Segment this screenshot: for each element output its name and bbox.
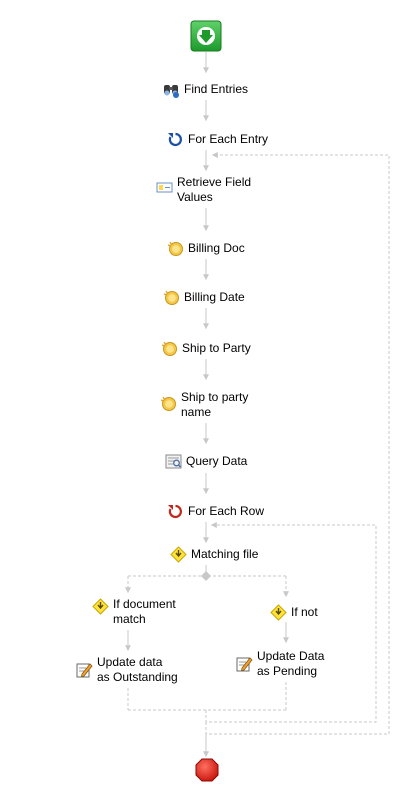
node-find-entries[interactable]: Find Entries	[163, 81, 248, 98]
node-label: Matching file	[191, 547, 259, 561]
node-retrieve-field-values[interactable]: Retrieve Field Values	[156, 175, 251, 205]
outer-loop-return	[205, 152, 390, 735]
node-label: Find Entries	[184, 82, 249, 96]
node-label: Update Data as Pending	[257, 649, 325, 678]
branch-sub-connectors	[125, 622, 289, 652]
node-matching-file[interactable]: Matching file	[170, 546, 258, 563]
node-update-pending[interactable]: Update Data as Pending	[236, 649, 324, 679]
decision-icon	[270, 604, 287, 621]
node-label: Ship to Party	[182, 341, 251, 355]
node-for-each-row[interactable]: For Each Row	[167, 503, 264, 520]
stop-node[interactable]	[195, 758, 219, 782]
coin-icon	[167, 240, 184, 257]
node-label: If not	[291, 605, 318, 619]
coin-icon	[160, 395, 177, 412]
node-if-not[interactable]: If not	[270, 604, 318, 621]
node-label: Ship to party name	[181, 390, 249, 419]
edit-pencil-icon	[236, 655, 253, 672]
form-field-icon	[156, 179, 173, 196]
loop-arrow-blue-icon	[167, 131, 184, 148]
binoculars-icon	[163, 81, 180, 98]
node-billing-date[interactable]: Billing Date	[163, 289, 245, 306]
node-for-each-entry[interactable]: For Each Entry	[167, 131, 268, 148]
node-update-outstanding[interactable]: Update data as Outstanding	[76, 655, 178, 685]
node-ship-to-party-name[interactable]: Ship to party name	[160, 390, 248, 420]
start-node[interactable]	[190, 20, 222, 52]
loop-arrow-red-icon	[167, 503, 184, 520]
start-arrow-icon	[190, 20, 222, 52]
node-label: Billing Doc	[188, 241, 245, 255]
node-label: For Each Entry	[188, 132, 269, 146]
node-label: Query Data	[186, 454, 248, 468]
stop-octagon-icon	[195, 758, 219, 782]
decision-icon	[170, 546, 187, 563]
branch-connectors	[125, 575, 289, 711]
coin-icon	[161, 340, 178, 357]
node-query-data[interactable]: Query Data	[165, 453, 247, 470]
node-label: For Each Row	[188, 504, 265, 518]
node-label: Retrieve Field Values	[177, 175, 252, 204]
node-ship-to-party[interactable]: Ship to Party	[161, 340, 251, 357]
query-icon	[165, 453, 182, 470]
node-if-document-match[interactable]: If document match	[92, 597, 176, 627]
node-label: If document match	[113, 597, 176, 626]
node-label: Update data as Outstanding	[97, 655, 178, 684]
edit-pencil-icon	[76, 661, 93, 678]
node-billing-doc[interactable]: Billing Doc	[167, 240, 245, 257]
inner-loop-return	[205, 522, 377, 723]
coin-icon	[163, 289, 180, 306]
node-label: Billing Date	[184, 290, 245, 304]
decision-icon	[92, 598, 109, 615]
